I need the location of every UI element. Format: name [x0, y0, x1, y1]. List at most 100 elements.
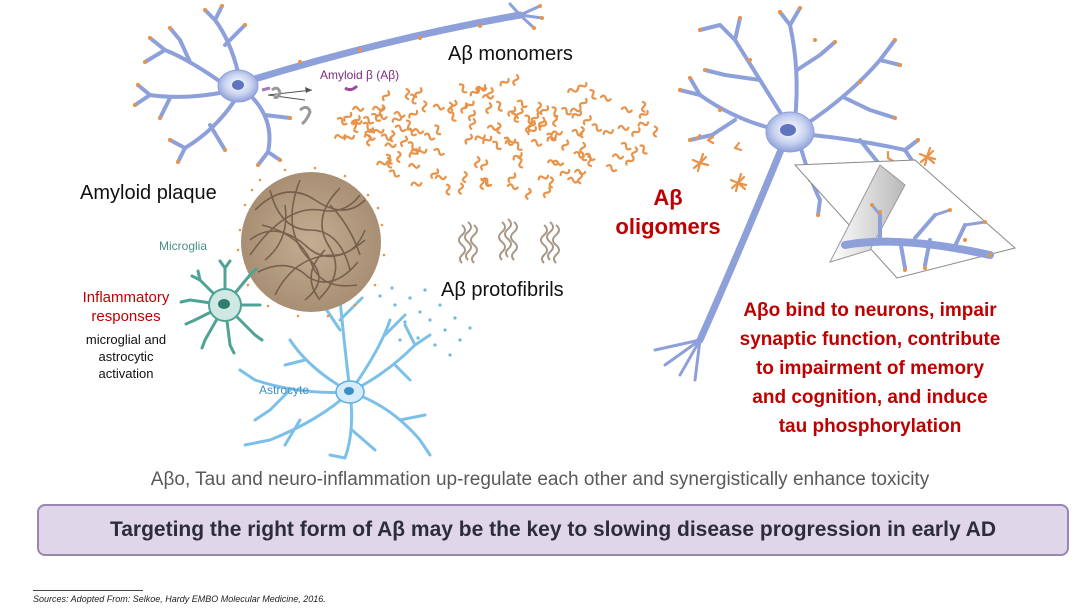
monomer-particle — [499, 77, 510, 87]
monomer-particle — [567, 176, 580, 184]
monomer-particle — [515, 107, 524, 120]
monomer-particle — [573, 150, 585, 159]
source-divider — [33, 590, 143, 591]
monomer-particle — [457, 182, 465, 195]
monomer-particle — [582, 115, 592, 126]
monomer-particle — [587, 155, 593, 168]
monomer-particle — [485, 102, 493, 115]
oligomers-label: Aβ oligomers — [615, 185, 721, 239]
monomer-particle — [343, 134, 356, 141]
monomer-particle — [458, 83, 468, 94]
monomer-particle — [372, 128, 385, 134]
key-message-box: Targeting the right form of Aβ may be th… — [37, 504, 1069, 556]
synapse-zoom-inset — [793, 159, 1017, 279]
astrocyte-label: Astrocyte — [259, 383, 310, 397]
monomer-particle — [512, 152, 523, 161]
oligomer-effects-text: Aβo bind to neurons, impair synaptic fun… — [739, 300, 1001, 437]
monomer-particle — [410, 181, 423, 187]
monomer-particle — [476, 83, 487, 93]
monomer-particle — [433, 147, 445, 156]
monomer-particle — [546, 132, 557, 142]
monomer-particle — [464, 133, 473, 145]
monomer-particle — [482, 93, 495, 100]
summary-text: Aβo, Tau and neuro-inflammation up-regul… — [150, 469, 930, 490]
monomer-particle — [381, 90, 391, 102]
monomer-particle — [473, 156, 481, 169]
protofibrils-label: Aβ protofibrils — [441, 279, 564, 301]
monomer-particle — [496, 100, 503, 112]
monomer-particle — [376, 160, 389, 166]
monomer-particle — [561, 106, 572, 116]
monomer-particle — [412, 128, 425, 135]
monomer-particle — [416, 148, 428, 156]
monomer-particle — [537, 174, 550, 181]
monomer-particle — [414, 87, 423, 99]
monomer-particle — [631, 127, 641, 137]
monomer-particle — [574, 168, 587, 176]
monomer-particle — [605, 163, 618, 173]
monomer-particle — [393, 110, 406, 119]
monomer-particle — [552, 114, 558, 127]
monomer-particle — [539, 105, 550, 116]
monomer-particle — [547, 159, 560, 166]
monomer-particle — [517, 156, 524, 169]
monomer-particle — [407, 141, 418, 151]
monomer-particle — [548, 176, 555, 189]
monomer-particle — [343, 111, 353, 122]
monomer-particle — [352, 105, 365, 112]
monomer-particle — [430, 168, 440, 179]
monomer-particle — [336, 116, 348, 126]
monomer-particle — [511, 112, 520, 123]
monomer-particle — [479, 177, 485, 190]
monomer-particle — [571, 128, 584, 137]
monomer-particle — [569, 107, 582, 113]
monomer-particle — [516, 99, 528, 109]
monomer-particle — [492, 140, 502, 151]
monomer-particle — [550, 130, 563, 136]
monomer-particle — [389, 130, 396, 143]
inflammatory-label: Inflammatory responses — [82, 289, 170, 325]
monomer-particle — [530, 112, 540, 124]
monomer-particle — [640, 100, 647, 113]
monomer-particle — [527, 119, 536, 131]
monomer-particle — [372, 105, 385, 112]
abeta-protofibrils — [458, 218, 560, 264]
key-message-text: Targeting the right form of Aβ may be th… — [109, 518, 997, 541]
monomer-particle — [496, 122, 502, 135]
monomer-particle — [362, 121, 373, 132]
monomer-particle — [625, 156, 635, 166]
monomer-particle — [591, 123, 603, 132]
monomer-particle — [363, 133, 376, 141]
monomer-particle — [559, 168, 571, 177]
monomer-particle — [364, 127, 375, 137]
monomer-particle — [611, 153, 625, 160]
monomer-particle — [578, 97, 588, 109]
monomer-particle — [507, 106, 517, 117]
monomer-particle — [467, 109, 477, 122]
monomer-particle — [507, 172, 517, 183]
monomer-particle — [537, 116, 546, 129]
monomer-particle — [447, 101, 454, 114]
monomer-particle — [579, 141, 587, 154]
monomer-particle — [388, 169, 400, 178]
monomer-particle — [512, 74, 520, 86]
monomer-particle — [542, 187, 552, 199]
monomer-particle — [408, 109, 419, 119]
monomer-particle — [375, 113, 388, 121]
monomer-particle — [385, 153, 393, 165]
astrocyte-cell — [238, 288, 432, 460]
monomer-particle — [506, 183, 519, 191]
monomer-particle — [434, 124, 442, 136]
monomers-label: Aβ monomers — [448, 43, 573, 65]
monomer-particle — [486, 124, 500, 132]
source-citation: Sources: Adopted From: Selkoe, Hardy EMB… — [33, 594, 326, 604]
activation-label: microglial and astrocytic activation — [85, 332, 167, 381]
monomer-particle — [602, 129, 615, 136]
monomer-particle — [599, 94, 612, 102]
monomer-particle — [363, 116, 375, 125]
monomer-particle — [530, 138, 543, 147]
monomer-particle — [474, 134, 486, 141]
microglia-cell — [179, 259, 264, 355]
monomer-particle — [391, 115, 403, 123]
